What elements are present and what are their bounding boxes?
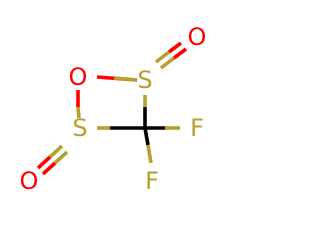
bond-s-top-o-double-b-oxygen [172, 47, 188, 60]
bond-layer [36, 41, 188, 176]
bond-s-left-o-double-a [48, 144, 64, 159]
bond-s-top-o-double-a [154, 50, 171, 64]
atom-o-top-right: O [188, 23, 207, 51]
bond-s-left-o-double-a-oxygen [36, 155, 52, 170]
molecule-diagram: O S S O O F F [20, 23, 207, 195]
bond-c-f-bottom-fluorine-half [146, 144, 153, 164]
atom-f-bottom: F [145, 167, 159, 195]
bond-s-top-o-double-a-oxygen [167, 41, 183, 54]
bond-c-f-bottom [143, 127, 150, 146]
bond-o-s-top-sulfur-half [113, 76, 138, 82]
atom-layer: O S S O O F F [20, 23, 207, 195]
atom-s-top: S [137, 66, 152, 94]
atom-f-right: F [190, 114, 204, 142]
bond-s-top-o-double-b [159, 56, 176, 70]
atom-o-ring: O [69, 63, 88, 91]
atom-o-bottom-left: O [20, 167, 39, 195]
bond-o-s-left-sulfur-half [76, 106, 81, 119]
structure-canvas: O S S O O F F [19, 23, 207, 195]
atom-s-left: S [72, 114, 87, 142]
bond-s-left-o-double-b-oxygen [41, 161, 57, 176]
bond-s-left-o-double-b [53, 150, 69, 165]
